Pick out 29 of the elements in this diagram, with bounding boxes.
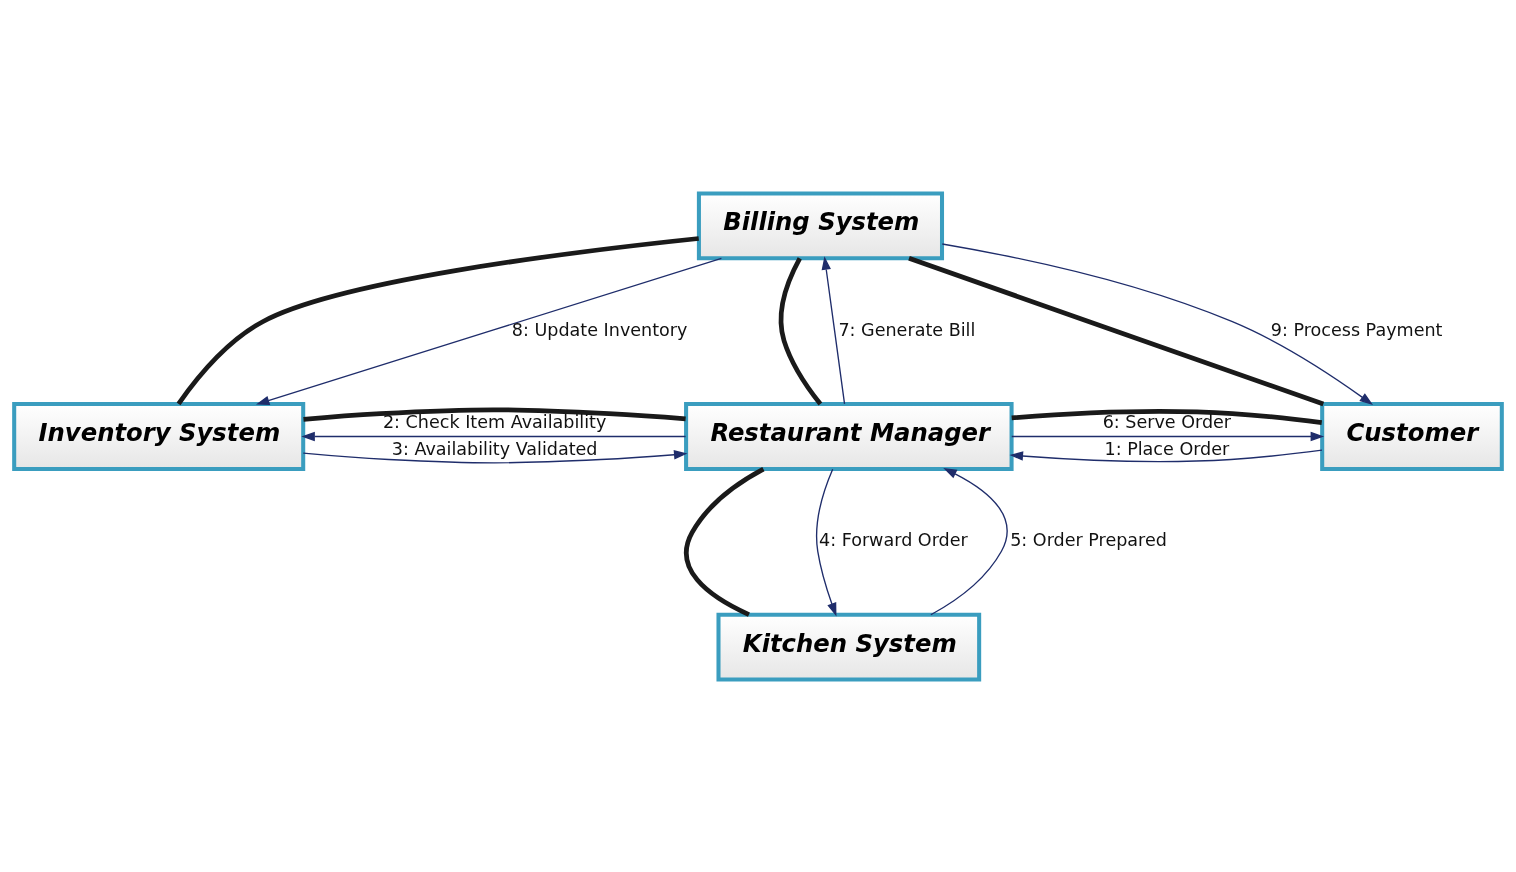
arrow [1009, 449, 1323, 462]
edge-label: 7: Generate Bill [838, 319, 976, 340]
edge-label: 8: Update Inventory [511, 319, 688, 340]
node-box: Billing System [696, 190, 945, 260]
edge-label: 1: Place Order [1104, 438, 1230, 459]
arrow [1011, 431, 1325, 441]
connector [303, 406, 686, 422]
connector [1011, 408, 1323, 425]
edge-label: 6: Serve Order [1102, 411, 1232, 432]
edge-label: 2: Check Item Availability [382, 411, 607, 432]
edge-label: 4: Forward Order [819, 529, 968, 550]
node-box: Customer [1320, 401, 1504, 471]
connector [176, 235, 699, 405]
arrow [941, 242, 1374, 405]
arrow [815, 468, 837, 616]
node-box: Inventory System [12, 401, 306, 471]
edge-label: 9: Process Payment [1270, 319, 1443, 340]
arrow [930, 467, 1008, 615]
arrow [821, 255, 846, 404]
arrow [301, 431, 687, 441]
arrow [302, 449, 688, 464]
node-box: Kitchen System [716, 612, 982, 682]
arrow [255, 257, 723, 405]
edge-label: 3: Availability Validated [391, 438, 598, 459]
node-box: Restaurant Manager [684, 401, 1014, 471]
connector [908, 255, 1325, 406]
connector [684, 466, 765, 617]
edge-label: 5: Order Prepared [1010, 529, 1167, 550]
connector [778, 256, 823, 405]
